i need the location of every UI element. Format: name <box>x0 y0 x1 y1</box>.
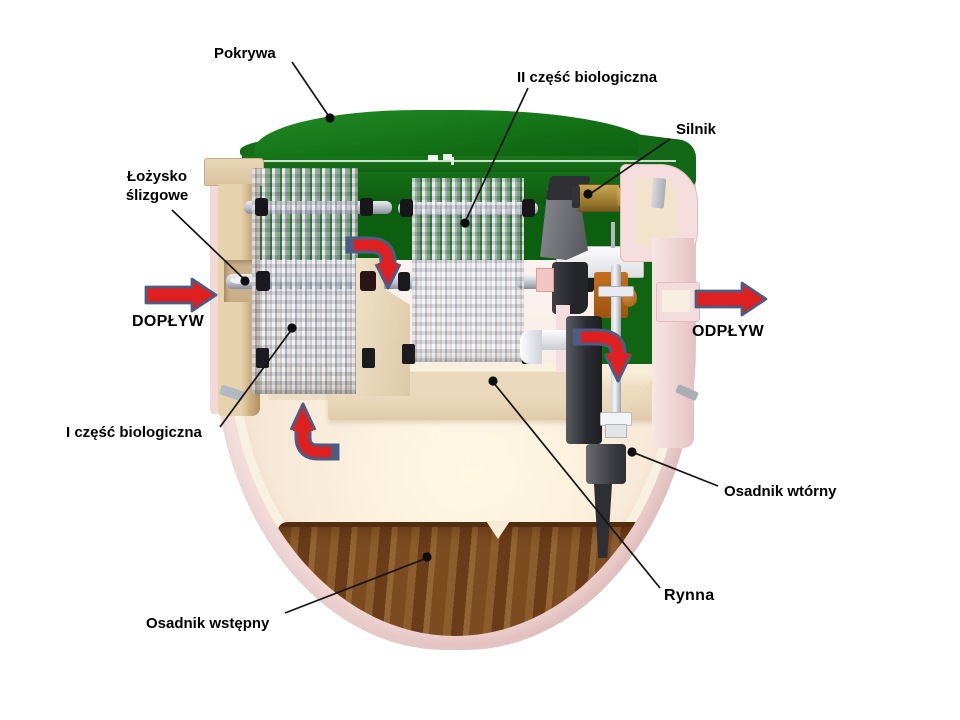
bearing-cap <box>360 198 373 216</box>
slide-bearing <box>256 271 270 291</box>
bearing-cap <box>400 199 413 217</box>
label-osadnik-wstepny: Osadnik wstępny <box>146 615 270 632</box>
bearing-cap <box>398 272 410 291</box>
biological-disc-pack-2 <box>412 178 524 362</box>
lower-cylinder <box>586 444 626 484</box>
outflow-arrow <box>694 281 768 317</box>
shaft-coupling <box>360 271 376 291</box>
outlet-duct-inner <box>662 290 690 312</box>
bearing-shine <box>230 277 252 284</box>
label-osadnik-wtorny: Osadnik wtórny <box>724 483 837 500</box>
leader-pokrywa <box>291 61 331 119</box>
label-czesc-biologiczna-2: II część biologiczna <box>517 69 658 86</box>
label-czesc-biologiczna-1: I część biologiczna <box>66 424 202 441</box>
frame-block <box>402 344 415 364</box>
inflow-arrow <box>144 277 218 313</box>
label-silnik: Silnik <box>676 121 717 138</box>
vent-stub-grey <box>650 177 667 209</box>
cover-vent-mark-2 <box>443 154 452 160</box>
label-rynna: Rynna <box>664 587 715 604</box>
pipe-fitting-small <box>605 424 627 438</box>
label-pokrywa: Pokrywa <box>214 45 276 62</box>
label-odplyw: ODPŁYW <box>692 323 765 340</box>
frame-block <box>256 348 269 368</box>
motor-cap <box>572 186 580 208</box>
cover-seam-line <box>252 160 676 162</box>
sediment-notch <box>486 521 510 539</box>
cover-vent-mark-3 <box>451 157 454 165</box>
frame-bolt <box>611 222 615 248</box>
right-wall-column <box>652 238 694 448</box>
bearing-cap <box>255 198 268 216</box>
label-doplyw: DOPŁYW <box>132 313 205 330</box>
cover-vent-mark-1 <box>428 155 438 161</box>
frame-block <box>362 348 375 368</box>
motor-body <box>578 184 620 212</box>
pump-column-dark <box>566 316 602 444</box>
elbow-pipe-bend <box>520 330 542 364</box>
pink-fitting <box>536 268 554 292</box>
cover-dome <box>254 110 656 156</box>
pipe-flange <box>598 286 634 297</box>
label-lozysko-slizgowe: Łożysko ślizgowe <box>125 168 189 204</box>
bearing-cap <box>522 199 535 217</box>
